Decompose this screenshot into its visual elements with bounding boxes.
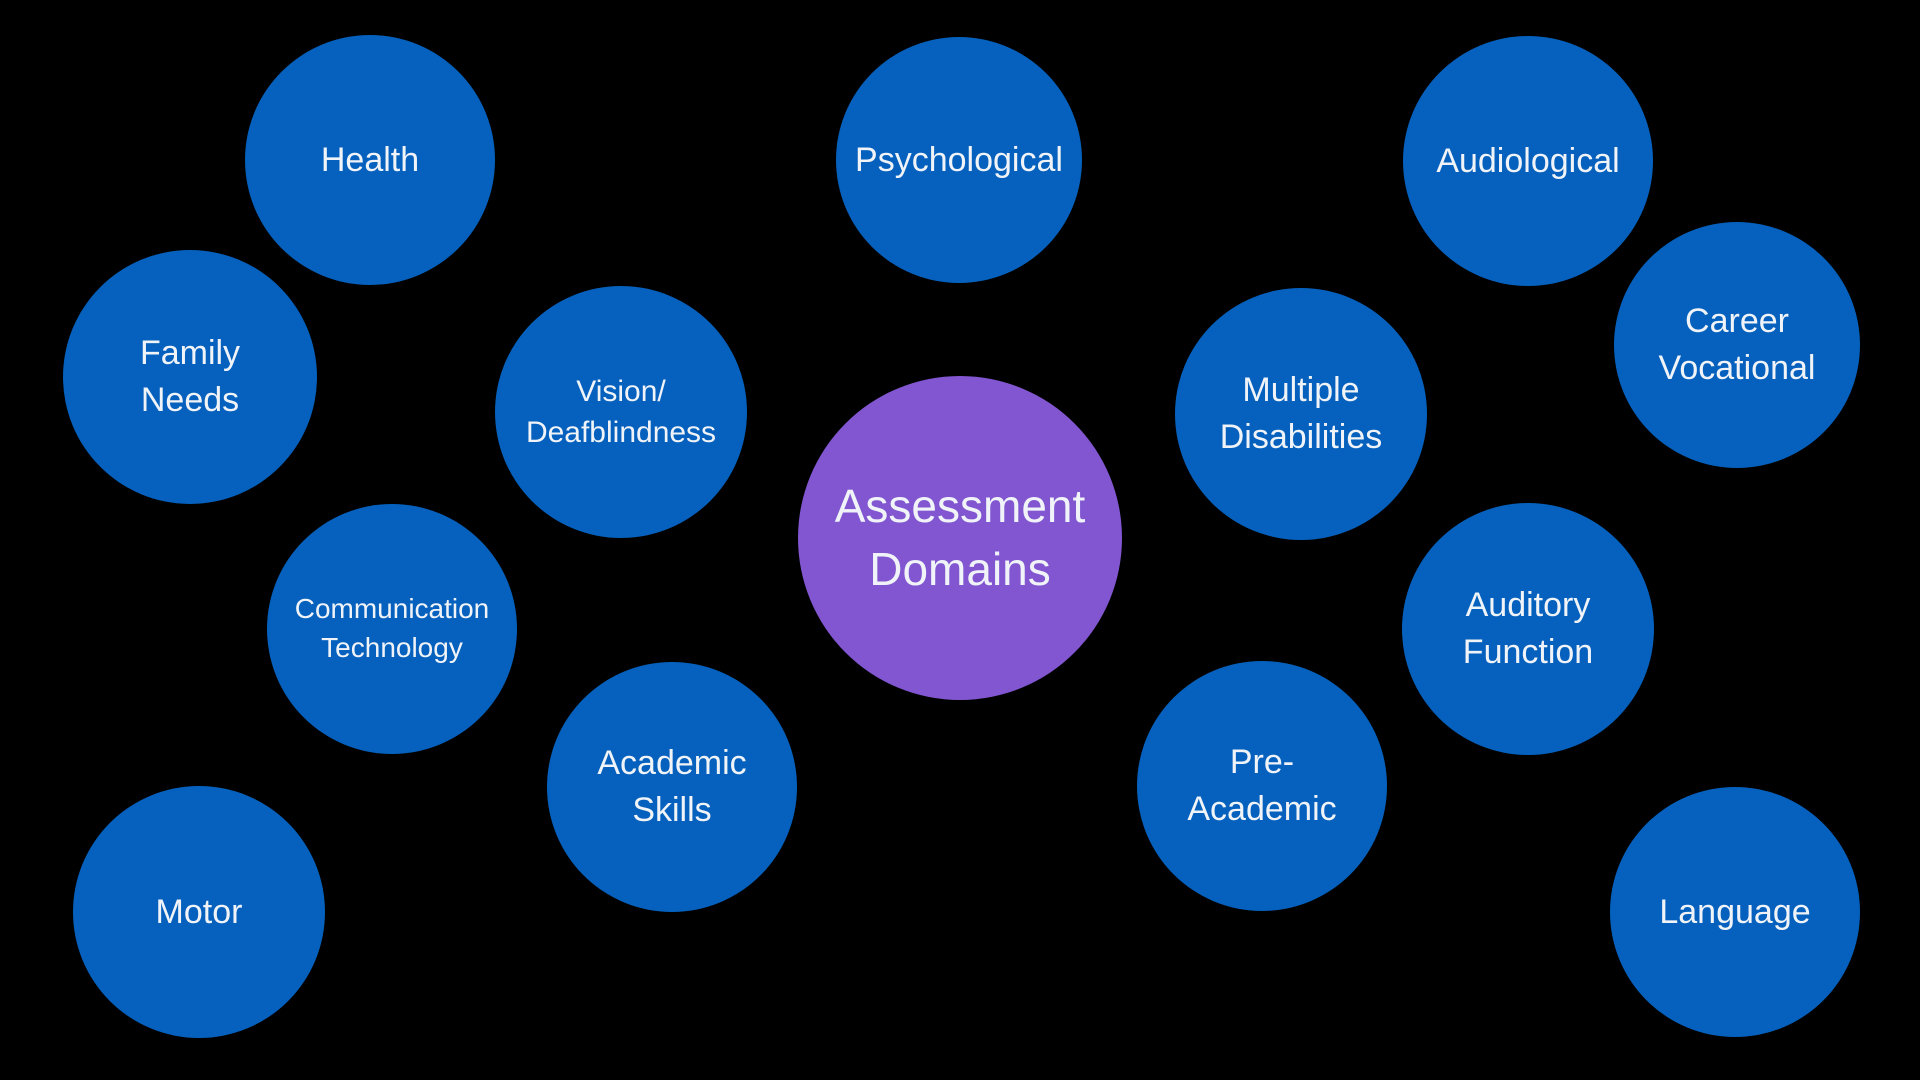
domain-node-health: Health	[245, 35, 495, 285]
node-label-line: Pre-	[1229, 743, 1295, 782]
node-label-line: Motor	[155, 892, 243, 931]
node-label-line: Academic	[597, 744, 747, 783]
node-label-line: Language	[1659, 892, 1811, 931]
node-label-line: Family	[139, 334, 241, 373]
node-label-line: Vocational	[1658, 349, 1816, 387]
node-label-line: Academic	[1187, 790, 1337, 828]
node-label-line: Assessment	[834, 479, 1086, 532]
node-label-line: Audiological	[1436, 141, 1620, 180]
node-label-line: Communication	[294, 593, 490, 625]
domain-node-audiological: Audiological	[1403, 36, 1653, 286]
domain-node-language: Language	[1610, 787, 1860, 1037]
node-label-line: Deafblindness	[525, 416, 717, 449]
domain-node-vision-deafblindness: Vision/Deafblindness	[495, 286, 747, 538]
domain-node-psychological: Psychological	[836, 37, 1082, 283]
node-label-line: Domains	[869, 543, 1051, 595]
node-label-line: Multiple	[1242, 371, 1360, 410]
node-label-line: Auditory	[1465, 586, 1591, 625]
node-label-line: Function	[1462, 633, 1594, 671]
node-label-line: Needs	[140, 381, 240, 419]
node-label-line: Vision/	[576, 374, 666, 408]
node-label-line: Psychological	[855, 140, 1063, 179]
node-label-line: Disabilities	[1219, 418, 1383, 456]
domain-node-pre-academic: Pre- Academic	[1137, 661, 1387, 911]
node-label-line: Skills	[632, 791, 712, 829]
domain-node-motor: Motor	[73, 786, 325, 1038]
node-label-line: Career	[1685, 302, 1789, 341]
node-label-line: Technology	[321, 632, 463, 663]
node-label-line: Health	[320, 140, 420, 179]
